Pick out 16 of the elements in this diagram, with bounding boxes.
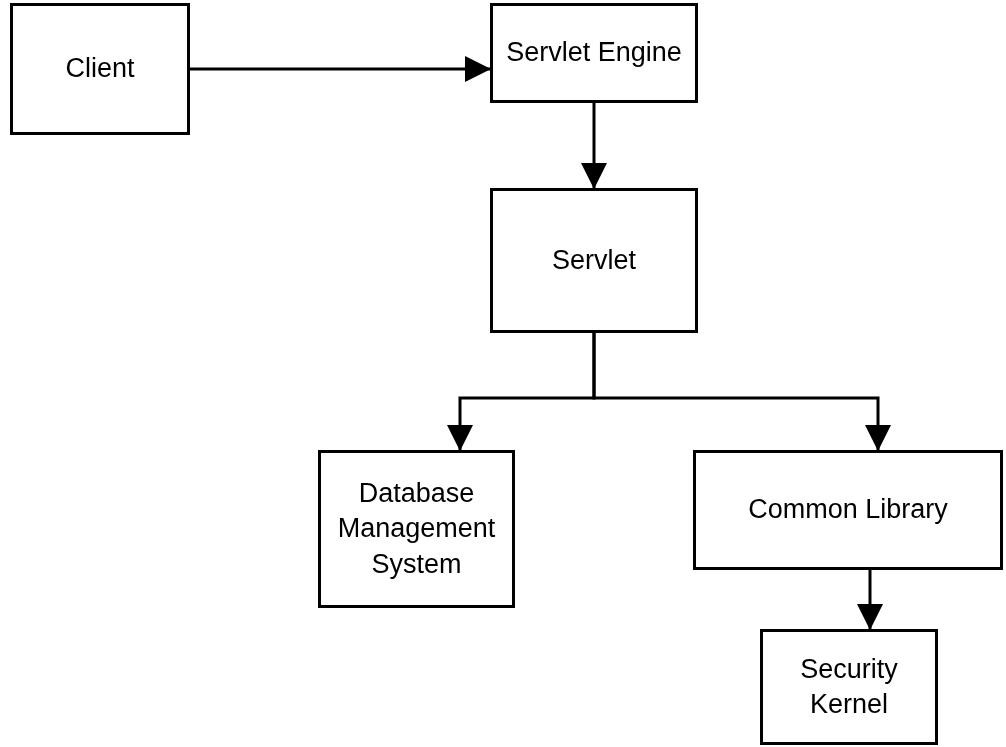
box-label: Security Kernel [799,652,899,721]
box-label: Servlet Engine [506,36,682,70]
box-label: Database Management System [336,477,497,581]
process-box [490,188,698,333]
arrow [190,56,491,82]
arrow [592,333,891,451]
process-box [318,450,515,608]
box-label: Client [65,52,135,86]
process-box [693,450,1003,570]
arrow [857,570,883,630]
process-box [490,3,698,103]
box-label: Common Library [748,493,948,527]
box-label: Servlet [551,243,636,277]
process-box [760,629,938,745]
arrow [581,103,607,189]
process-box [10,3,190,135]
